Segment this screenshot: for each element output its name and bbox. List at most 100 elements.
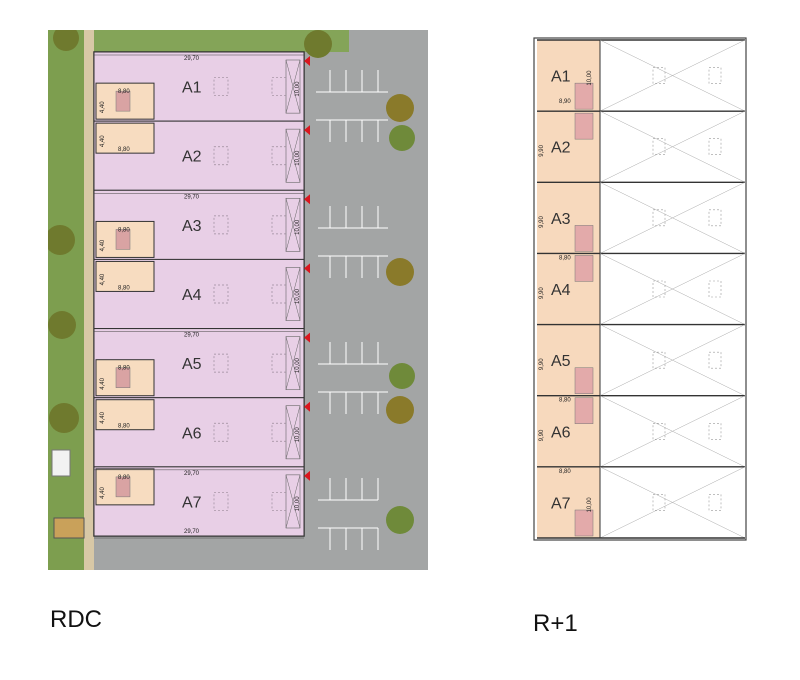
unit-depth-dimension: 9,90: [539, 358, 545, 370]
office-depth-dimension: 4,40: [100, 135, 106, 147]
column-marker: [652, 422, 666, 440]
upper-floor-caption: R+1: [533, 610, 578, 637]
office-depth-dimension: 4,40: [100, 487, 106, 499]
unit-depth-dimension: 10,00: [295, 496, 301, 512]
office-width-dimension: 8,80: [118, 424, 130, 430]
column-marker: [652, 351, 666, 369]
unit-label: A4: [551, 282, 571, 299]
office-width-dimension: 8,90: [559, 99, 571, 105]
unit-label: A5: [551, 353, 571, 370]
total-width-dimension: 29,70: [184, 471, 200, 477]
office-block: [95, 399, 155, 431]
stair: [115, 229, 131, 250]
unit-label: A2: [182, 149, 202, 166]
dock-door-cross: [285, 405, 301, 459]
total-width-dimension: 29,70: [184, 56, 200, 62]
dock-door: [285, 59, 301, 114]
column-marker: [708, 494, 722, 511]
unit-depth-dimension: 10,00: [295, 81, 301, 97]
dock-door-cross: [285, 336, 301, 390]
tree: [386, 396, 414, 424]
column-marker: [708, 67, 722, 84]
unit-depth-dimension: 10,00: [587, 70, 593, 86]
office-width-dimension: 8,80: [559, 398, 571, 404]
dock-door: [285, 336, 301, 391]
void-cross: [599, 253, 746, 325]
path-strip: [84, 30, 94, 570]
office-width-dimension: 8,80: [559, 469, 571, 475]
unit-label: A3: [182, 218, 202, 235]
office-depth-dimension: 4,40: [100, 239, 106, 251]
loading-marker: [304, 194, 310, 205]
tree: [49, 403, 79, 433]
total-width-dimension: 29,70: [184, 333, 200, 339]
unit-depth-dimension: 10,00: [587, 497, 593, 513]
office-width-dimension: 8,80: [118, 285, 130, 291]
dock-door-cross: [285, 59, 301, 114]
unit-label: A7: [182, 494, 202, 511]
office-block: [95, 220, 155, 258]
column-marker: [708, 280, 722, 298]
office-width-dimension: 8,80: [559, 255, 571, 261]
column-marker: [708, 209, 722, 227]
tree: [386, 94, 414, 122]
office-block: [95, 82, 155, 120]
stair: [574, 397, 594, 424]
void-cross: [599, 110, 746, 183]
loading-marker: [304, 56, 310, 66]
dock-door: [285, 474, 301, 529]
unit-depth-dimension: 9,90: [539, 144, 545, 156]
column-marker: [708, 351, 722, 369]
utility-box: [51, 449, 71, 477]
tree: [389, 363, 415, 389]
total-width-dimension: 29,70: [184, 529, 200, 535]
parking-verticals: [329, 70, 379, 550]
unit-label: A4: [182, 287, 202, 304]
void-cross: [599, 39, 746, 112]
column-marker: [652, 494, 666, 511]
loading-marker: [304, 125, 310, 136]
stair: [574, 509, 594, 537]
unit-depth-dimension: 10,00: [295, 288, 301, 304]
office-block: [95, 260, 155, 292]
void-cross: [599, 324, 746, 396]
unit-label: A3: [551, 211, 571, 228]
unit-depth-dimension: 9,90: [539, 429, 545, 441]
loading-marker: [304, 263, 310, 274]
office-depth-dimension: 4,40: [100, 101, 106, 113]
unit-label: A6: [551, 424, 571, 441]
stair: [115, 367, 131, 388]
grass-strip: [48, 30, 84, 570]
tree: [304, 30, 332, 58]
office-depth-dimension: 4,40: [100, 273, 106, 285]
office-block: [95, 122, 155, 154]
dock-door: [285, 405, 301, 460]
tree: [53, 30, 79, 51]
top-lawn: [94, 30, 349, 52]
stair: [115, 476, 131, 498]
unit-label: A5: [182, 356, 202, 373]
column-marker: [652, 67, 666, 84]
unit-label: A7: [551, 495, 571, 512]
unit-depth-dimension: 9,90: [539, 287, 545, 299]
office-width-dimension: 8,80: [118, 475, 130, 481]
tree: [48, 225, 75, 255]
office-width-dimension: 8,80: [118, 227, 130, 233]
dock-door-cross: [285, 474, 301, 529]
dock-door: [285, 197, 301, 252]
stair: [115, 90, 131, 112]
column-marker: [708, 422, 722, 440]
total-width-dimension: 29,70: [184, 194, 200, 200]
unit-label: A6: [182, 425, 202, 442]
unit-depth-dimension: 10,00: [295, 219, 301, 235]
loading-marker: [304, 401, 310, 412]
unit-depth-dimension: 9,90: [539, 216, 545, 228]
loading-marker: [304, 470, 310, 481]
dock-door: [285, 128, 301, 183]
void-cross: [599, 395, 746, 468]
void-cross: [599, 466, 746, 539]
stair: [574, 225, 594, 252]
column-marker: [652, 280, 666, 298]
unit-label: A2: [551, 140, 571, 157]
